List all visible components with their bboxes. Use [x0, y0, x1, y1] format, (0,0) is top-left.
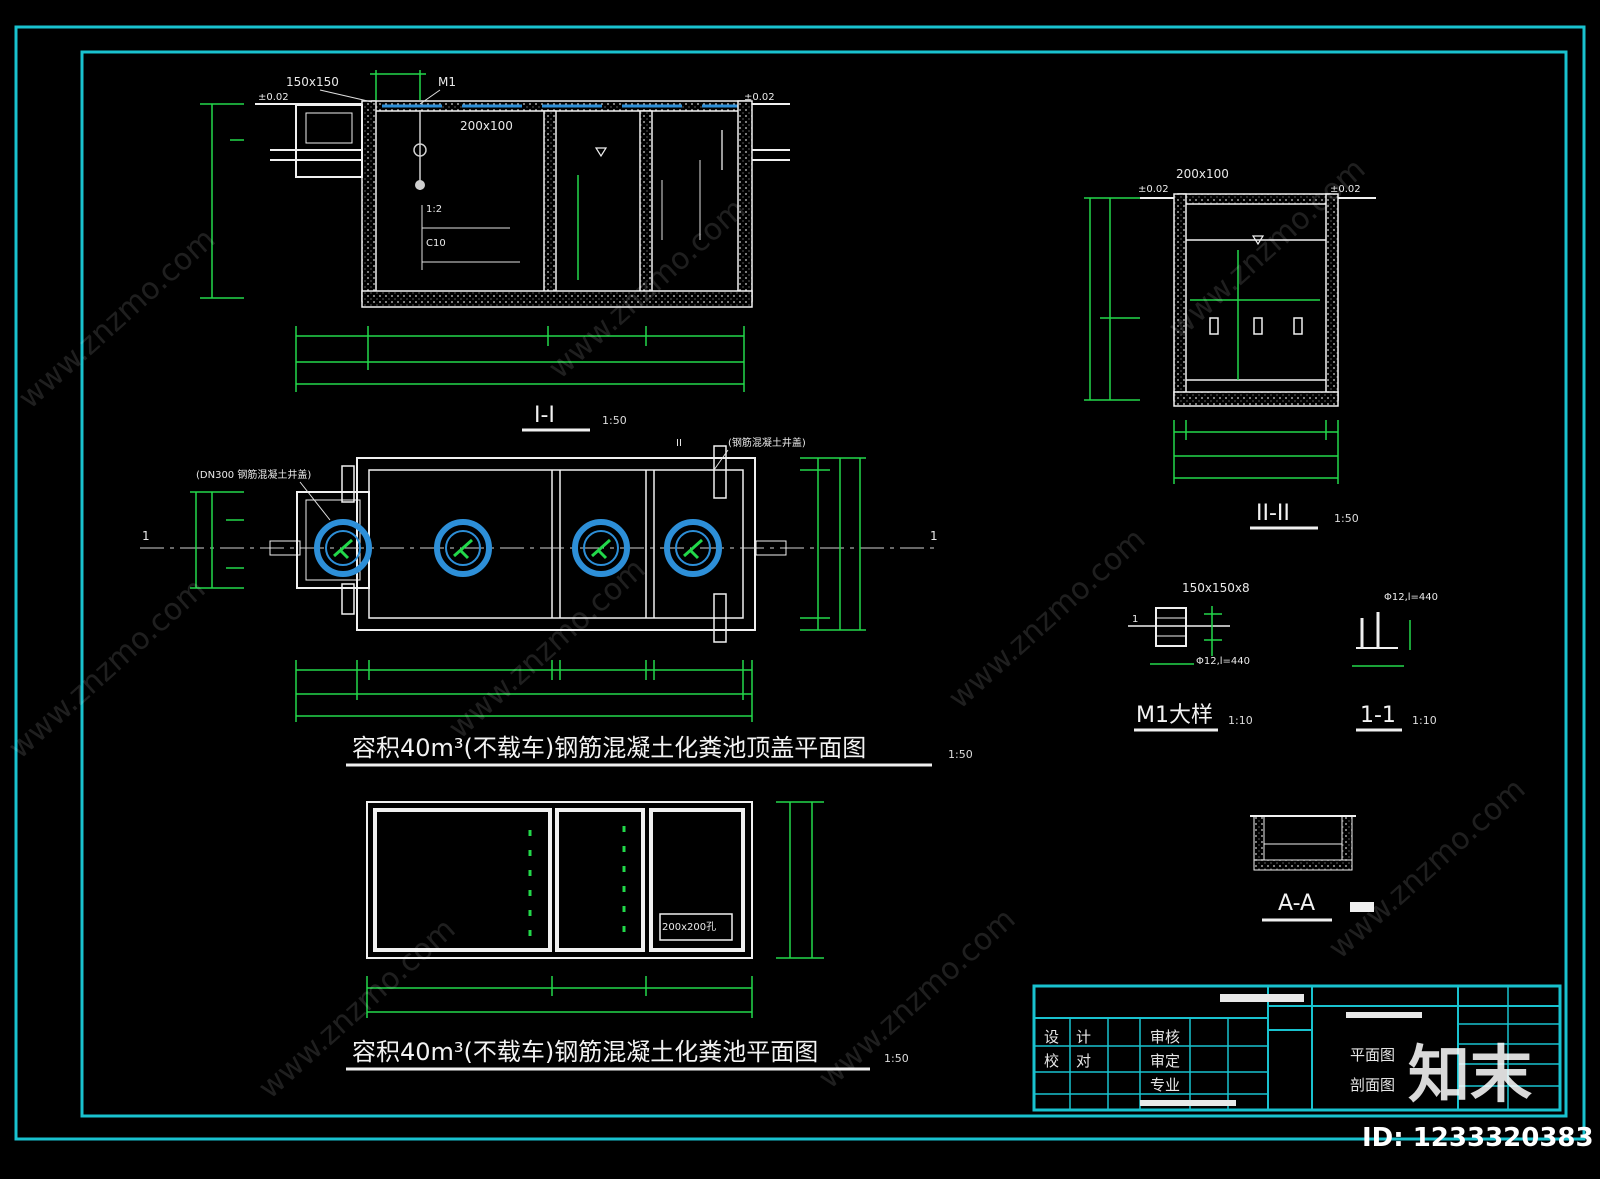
title-block-row2-a: 校: [1044, 1052, 1059, 1070]
asset-id: ID: 1233320383: [1362, 1123, 1594, 1153]
title-block-drawing-2: 剖面图: [1350, 1076, 1395, 1094]
watermark-text-9: www.znzmo.com: [1322, 772, 1532, 966]
manhole-4[interactable]: [664, 519, 722, 577]
title-block-mid-1: 审核: [1150, 1028, 1180, 1046]
detail-a-a-label: A-A: [1278, 891, 1315, 916]
plan-top-section-mark: II: [676, 438, 682, 449]
plan-bottom-box-label: 200x200孔: [662, 921, 716, 933]
watermark-layer: www.znzmo.com www.znzmo.com www.znzmo.co…: [2, 152, 1532, 1106]
section-2-level-left: ±0.02: [1138, 184, 1169, 195]
section-1-scale: 1:50: [602, 414, 627, 427]
watermark-text-5: www.znzmo.com: [442, 552, 652, 746]
title-block-mid-3: 专业: [1150, 1076, 1180, 1094]
detail-m1-scale: 1:10: [1228, 714, 1253, 727]
detail-m1-mark: 1: [1132, 614, 1138, 625]
title-block-row2-b: 对: [1076, 1052, 1091, 1070]
detail-1-1-scale: 1:10: [1412, 714, 1437, 727]
detail-a-a[interactable]: A-A: [1250, 815, 1374, 922]
outer-frame: [14, 25, 1586, 1141]
plan-bottom-scale: 1:50: [884, 1052, 909, 1065]
watermark-text-7: www.znzmo.com: [252, 912, 462, 1106]
section-1-note-m1: M1: [438, 75, 456, 89]
section-1-material-1: 1:2: [426, 204, 442, 215]
manhole-2[interactable]: [434, 519, 492, 577]
inner-frame: [80, 50, 1568, 1118]
detail-1-1-note-top: Φ12,l=440: [1384, 592, 1438, 603]
plan-bottom[interactable]: 200x200孔 容积40m³(不载车)钢筋混凝土化粪池平面图 1:50: [346, 801, 909, 1071]
section-2-label: II-II: [1256, 501, 1290, 526]
manhole-1[interactable]: [314, 519, 372, 577]
section-1-level-left: ±0.02: [258, 92, 289, 103]
section-2-scale: 1:50: [1334, 512, 1359, 525]
section-1-material-2: C10: [426, 238, 446, 249]
section-2-2[interactable]: 200x100 ±0.02 ±0.02 II-II 1:50: [1084, 167, 1376, 530]
title-block-drawing-1: 平面图: [1350, 1046, 1395, 1064]
manhole-3[interactable]: [572, 519, 630, 577]
watermark-text-4: www.znzmo.com: [2, 572, 212, 766]
title-block-row1-b: 计: [1076, 1028, 1091, 1046]
title-block-row1-a: 设: [1044, 1028, 1059, 1046]
title-block[interactable]: 设 计 校 对 审核 审定 专业 平面图 剖面图: [1032, 984, 1562, 1112]
plan-top-end-right: 1: [930, 529, 938, 543]
plan-top-end-left: 1: [142, 529, 150, 543]
section-1-1[interactable]: 1:2 C10 150x150 M1 200x100 ±0.02 ±0.02 I…: [200, 70, 790, 432]
section-1-note-opening: 200x100: [460, 119, 513, 133]
section-1-note-150: 150x150: [286, 75, 339, 89]
watermark-text-1: www.znzmo.com: [12, 222, 222, 416]
section-2-note-opening: 200x100: [1176, 167, 1229, 181]
section-2-level-right: ±0.02: [1330, 184, 1361, 195]
plan-top-cover[interactable]: (DN300 钢筋混凝土井盖) (钢筋混凝土井盖) 1 1 II 容积: [140, 436, 973, 767]
detail-m1-note-bottom: Φ12,l=440: [1196, 656, 1250, 667]
watermark-text-8: www.znzmo.com: [812, 902, 1022, 1096]
plan-bottom-title: 容积40m³(不载车)钢筋混凝土化粪池平面图: [352, 1038, 818, 1066]
watermark-text-6: www.znzmo.com: [942, 522, 1152, 716]
detail-m1[interactable]: 150x150x8 Φ12,l=440 1 M1大样 1:10: [1128, 581, 1253, 732]
detail-m1-label: M1大样: [1136, 703, 1213, 728]
plan-top-title: 容积40m³(不载车)钢筋混凝土化粪池顶盖平面图: [352, 734, 866, 762]
brand-watermark: 知末: [1408, 1038, 1532, 1111]
plan-top-note-left: (DN300 钢筋混凝土井盖): [196, 468, 311, 481]
section-1-label: I-I: [534, 403, 555, 428]
detail-1-1[interactable]: Φ12,l=440 1-1 1:10: [1352, 592, 1438, 732]
detail-1-1-label: 1-1: [1360, 703, 1396, 728]
detail-m1-note-top: 150x150x8: [1182, 581, 1250, 595]
plan-top-scale: 1:50: [948, 748, 973, 761]
plan-top-note-right: (钢筋混凝土井盖): [728, 436, 806, 449]
title-block-mid-2: 审定: [1150, 1052, 1180, 1070]
section-1-level-right: ±0.02: [744, 92, 775, 103]
